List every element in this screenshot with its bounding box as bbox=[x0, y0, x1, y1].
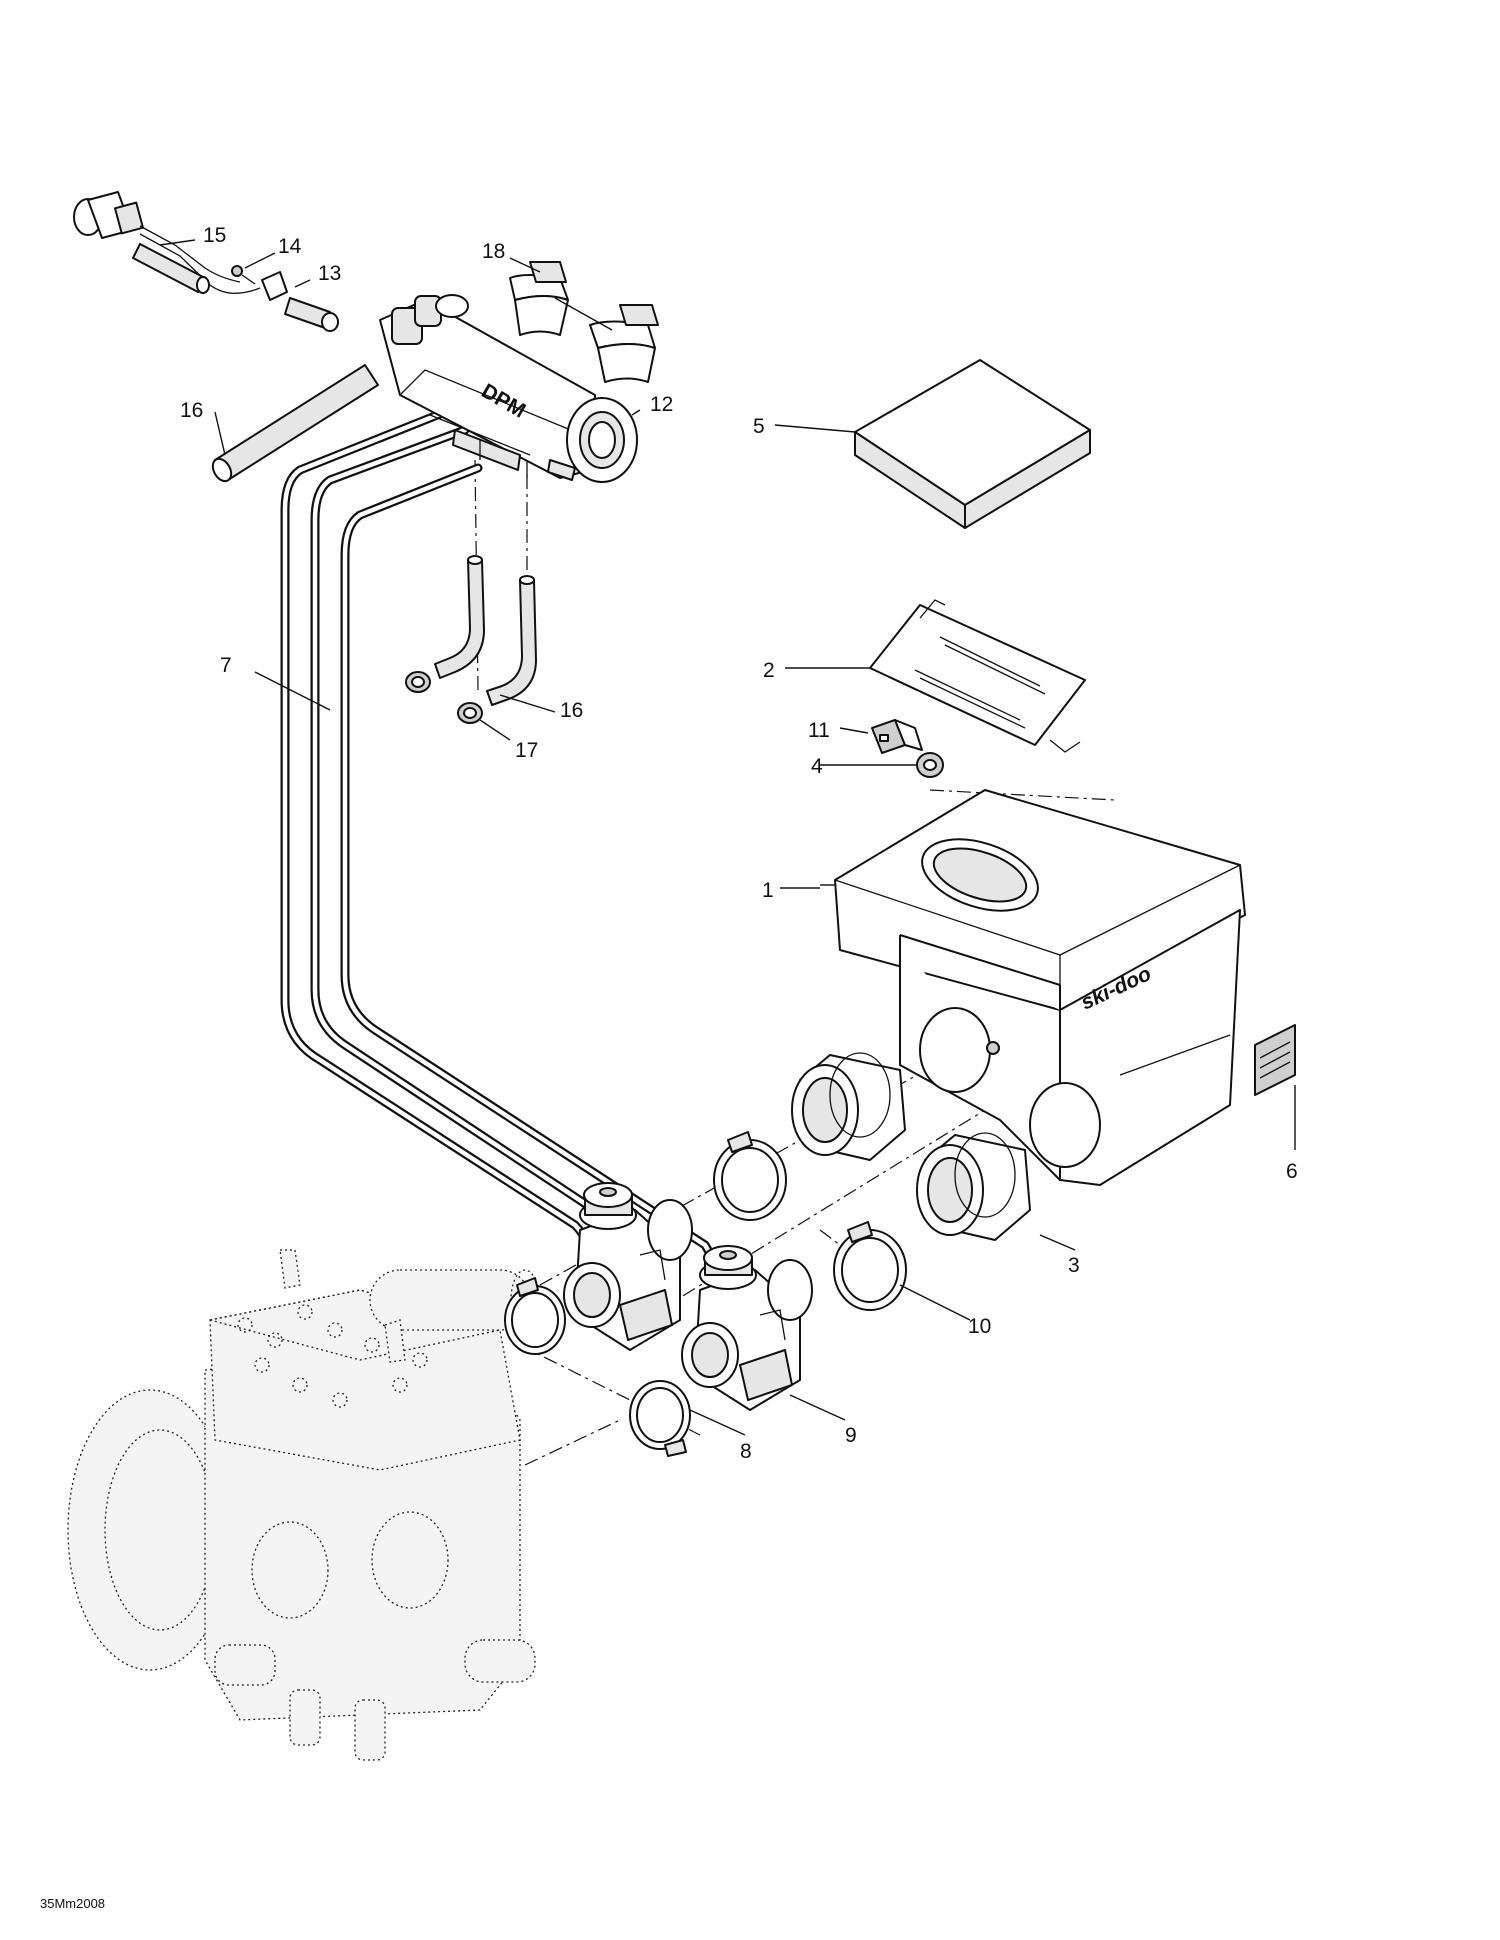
callout-18: 18 bbox=[482, 240, 505, 263]
callout-4: 4 bbox=[811, 755, 823, 778]
hose-clips-17 bbox=[405, 671, 483, 724]
callout-10: 10 bbox=[968, 1315, 991, 1338]
callout-8: 8 bbox=[740, 1440, 752, 1463]
foam-filter-part bbox=[854, 359, 1091, 529]
sensor-harness-part bbox=[73, 191, 261, 294]
screw-bracket-part bbox=[231, 265, 339, 332]
callout-16-lower: 16 bbox=[560, 699, 583, 722]
callout-labels: 1 2 3 4 5 6 7 8 9 10 11 12 13 14 15 16 1… bbox=[180, 224, 1298, 1463]
callout-2: 2 bbox=[763, 659, 775, 682]
dpm-manifold-part: DPM bbox=[379, 294, 638, 483]
callout-1: 1 bbox=[762, 879, 774, 902]
callout-9: 9 bbox=[845, 1424, 857, 1447]
callout-14: 14 bbox=[278, 235, 302, 258]
callout-12: 12 bbox=[650, 393, 673, 416]
callout-6: 6 bbox=[1286, 1160, 1298, 1183]
callout-11: 11 bbox=[808, 719, 830, 742]
connector-11 bbox=[871, 719, 923, 754]
callout-5: 5 bbox=[753, 415, 765, 438]
decal-part bbox=[1254, 1024, 1296, 1096]
hose-16-upper bbox=[211, 364, 379, 483]
grommet-4 bbox=[916, 752, 944, 778]
callout-3: 3 bbox=[1068, 1254, 1080, 1277]
callout-15: 15 bbox=[203, 224, 226, 247]
clamps-8 bbox=[504, 1277, 691, 1457]
leader-lines bbox=[159, 239, 1296, 1436]
mounting-clips-part bbox=[509, 261, 659, 383]
carburetor-right bbox=[681, 1245, 813, 1411]
hoses-16-lower bbox=[434, 555, 537, 706]
hose-assembly-7 bbox=[280, 403, 740, 1305]
callout-16-upper: 16 bbox=[180, 399, 203, 422]
callout-7: 7 bbox=[220, 654, 232, 677]
carburetor-left bbox=[563, 1182, 693, 1351]
diagram-code: 35Mm2008 bbox=[40, 1896, 105, 1911]
callout-13: 13 bbox=[318, 262, 341, 285]
clamps-10 bbox=[713, 1131, 907, 1311]
engine-outline bbox=[67, 1249, 540, 1761]
carburetor-adaptors-3 bbox=[791, 1052, 1031, 1241]
airbox-part: ski-doo bbox=[834, 789, 1246, 1186]
callout-17: 17 bbox=[515, 739, 538, 762]
head-bolts bbox=[237, 1304, 428, 1408]
cover-plate-part bbox=[869, 599, 1086, 753]
